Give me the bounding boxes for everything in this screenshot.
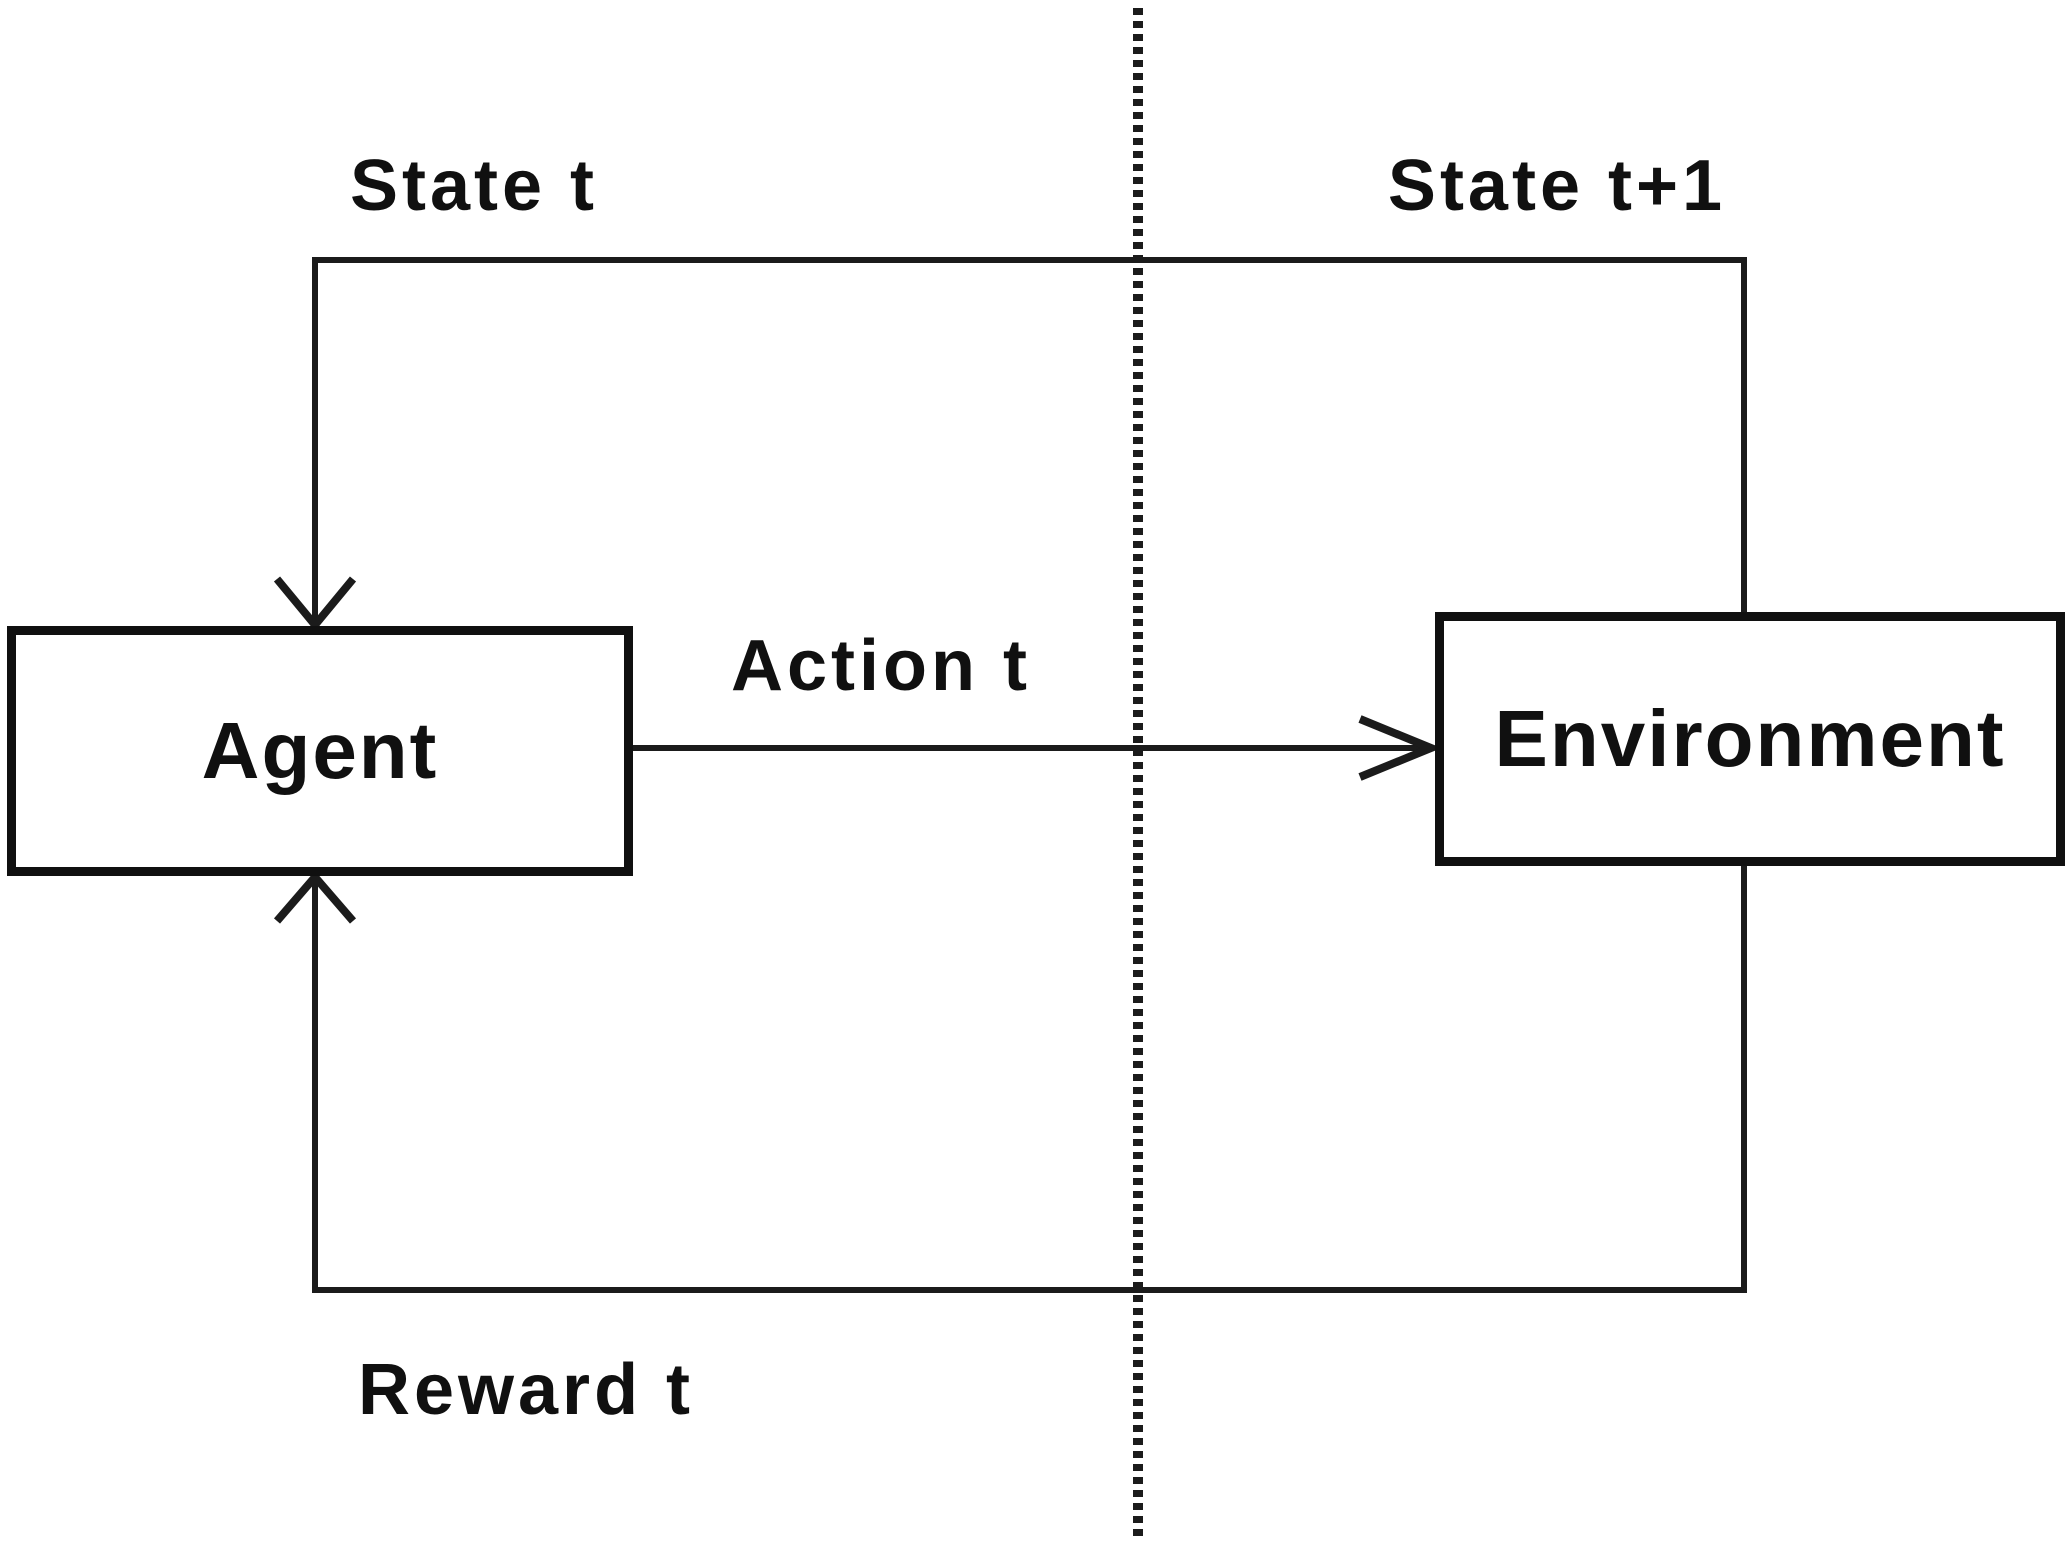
- state-t-label: State t: [349, 146, 599, 226]
- arrowhead-right-icon: [1358, 715, 1442, 781]
- reward-t-label: Reward t: [357, 1350, 695, 1430]
- arrowhead-up-icon: [273, 870, 357, 924]
- environment-node-label: Environment: [1494, 694, 2006, 783]
- environment-node: Environment: [1435, 612, 2065, 866]
- agent-node: Agent: [7, 626, 633, 876]
- arrowhead-down-icon: [273, 576, 357, 632]
- action-t-label: Action t: [731, 626, 1031, 706]
- agent-node-label: Agent: [201, 706, 439, 795]
- state-t-plus-1-label: State t+1: [1387, 146, 1727, 226]
